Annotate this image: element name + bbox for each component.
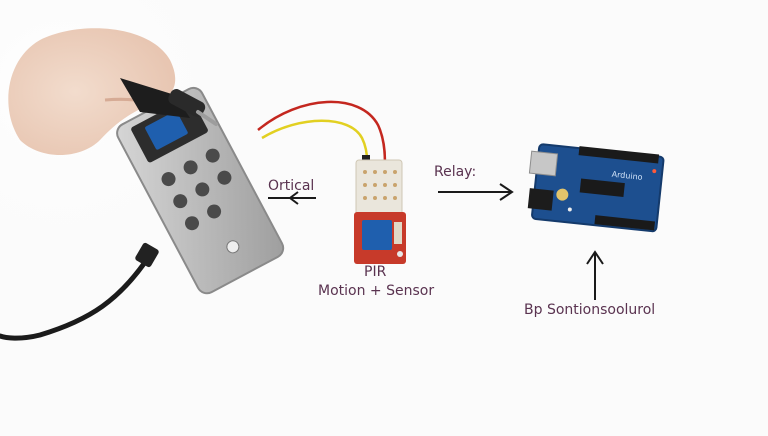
- capacitor: [556, 188, 569, 201]
- header-bottom: [594, 215, 656, 231]
- relay-label: Relay:: [434, 164, 477, 180]
- arrow-left-icon: [268, 191, 316, 205]
- motion-sensor-label: Motion + Sensor: [318, 283, 435, 299]
- chip: [579, 178, 625, 198]
- remote-panel: [116, 86, 285, 295]
- screwdriver-icon: [120, 78, 218, 126]
- usb-cable: [0, 252, 153, 341]
- board-print: Arduino: [611, 170, 643, 182]
- power-jack: [527, 188, 554, 211]
- arrow-up-icon: [586, 250, 604, 300]
- arrow-right-icon: [438, 183, 514, 201]
- wire-red: [257, 100, 387, 179]
- pir-label: PIR: [364, 264, 387, 280]
- optical-label: Ortical: [268, 178, 315, 194]
- header-top: [578, 146, 660, 164]
- usb-port: [528, 150, 559, 177]
- relay-module-small: [145, 111, 188, 150]
- arduino-board: [527, 143, 665, 233]
- cable-plug: [135, 242, 159, 268]
- bottom-label: Bp Sontionsoolurol: [524, 302, 656, 318]
- pir-relay-board: [354, 159, 406, 264]
